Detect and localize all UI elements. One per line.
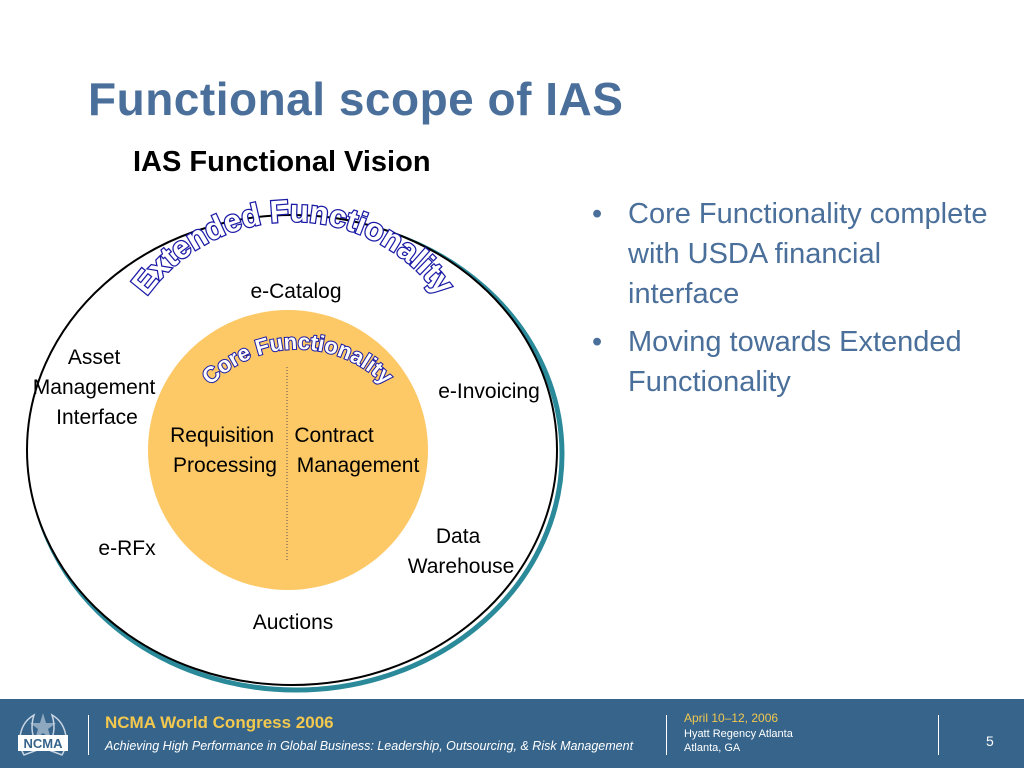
bullet-list: • Core Functionality complete with USDA f… bbox=[590, 194, 1000, 410]
bullet-item: • Moving towards Extended Functionality bbox=[590, 322, 1000, 402]
footer-venue: Hyatt Regency Atlanta bbox=[684, 728, 793, 740]
asset-management-interface-label: Asset Management Interface bbox=[33, 346, 161, 429]
bullet-marker: • bbox=[592, 326, 603, 358]
bullet-item: • Core Functionality complete with USDA f… bbox=[590, 194, 1000, 314]
bullet-text: Moving towards Extended Functionality bbox=[628, 326, 962, 398]
auctions-label: Auctions bbox=[253, 611, 334, 634]
ncma-logo: NCMA bbox=[18, 713, 68, 756]
e-rfx-label: e-RFx bbox=[98, 537, 156, 560]
page-number: 5 bbox=[986, 733, 994, 749]
footer-org-name: NCMA World Congress 2006 bbox=[105, 713, 334, 732]
functional-scope-diagram: Extended Functionality Core Functionalit… bbox=[26, 192, 565, 693]
footer-city: Atlanta, GA bbox=[684, 742, 741, 754]
footer-bar: NCMA NCMA World Congress 2006 Achieving … bbox=[0, 699, 1024, 768]
e-catalog-label: e-Catalog bbox=[250, 280, 341, 303]
footer-tagline: Achieving High Performance in Global Bus… bbox=[105, 739, 634, 753]
slide-subtitle: IAS Functional Vision bbox=[133, 146, 431, 178]
bullet-marker: • bbox=[592, 198, 603, 230]
footer-divider bbox=[666, 715, 667, 755]
footer-divider bbox=[88, 715, 89, 755]
footer-date: April 10–12, 2006 bbox=[684, 711, 779, 725]
requisition-processing-label: Requisition Processing bbox=[170, 424, 280, 477]
core-circle bbox=[148, 310, 428, 590]
contract-management-label: Contract Management bbox=[294, 424, 419, 477]
slide-title: Functional scope of IAS bbox=[88, 73, 624, 125]
ncma-logo-text: NCMA bbox=[24, 736, 64, 751]
bullet-text: Core Functionality complete with USDA fi… bbox=[628, 198, 988, 310]
e-invoicing-label: e-Invoicing bbox=[438, 380, 540, 403]
footer-divider bbox=[938, 715, 939, 755]
data-warehouse-label: Data Warehouse bbox=[408, 525, 515, 578]
